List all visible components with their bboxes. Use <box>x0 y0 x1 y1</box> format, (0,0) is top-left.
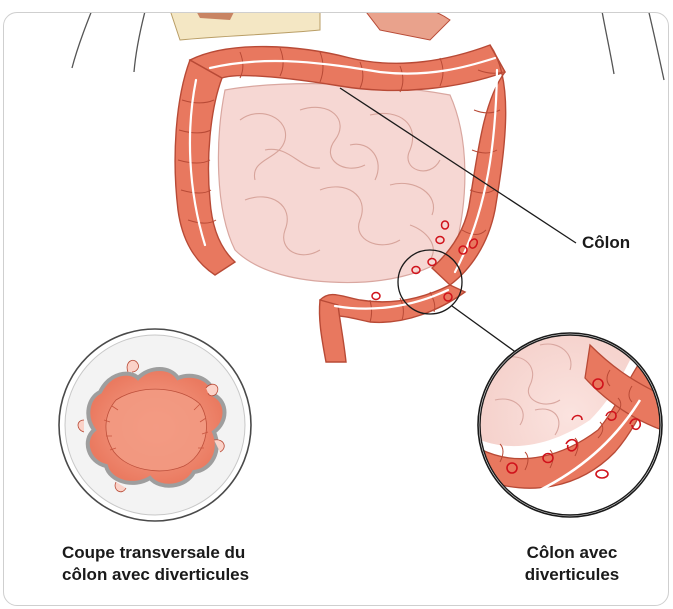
cross-section <box>59 329 251 521</box>
upper-organs <box>170 0 450 40</box>
cross-section-caption-line1: Coupe transversale du <box>62 542 322 564</box>
diverticula-caption: Côlon avec diverticules <box>502 542 642 586</box>
colon-label: Côlon <box>582 232 630 254</box>
diverticula-caption-line2: diverticules <box>502 564 642 586</box>
small-intestine <box>218 84 464 283</box>
cross-section-caption-line2: côlon avec diverticules <box>62 564 322 586</box>
zoom-detail <box>478 333 662 517</box>
diverticula-caption-line1: Côlon avec <box>502 542 642 564</box>
cross-section-caption: Coupe transversale du côlon avec diverti… <box>62 542 322 586</box>
